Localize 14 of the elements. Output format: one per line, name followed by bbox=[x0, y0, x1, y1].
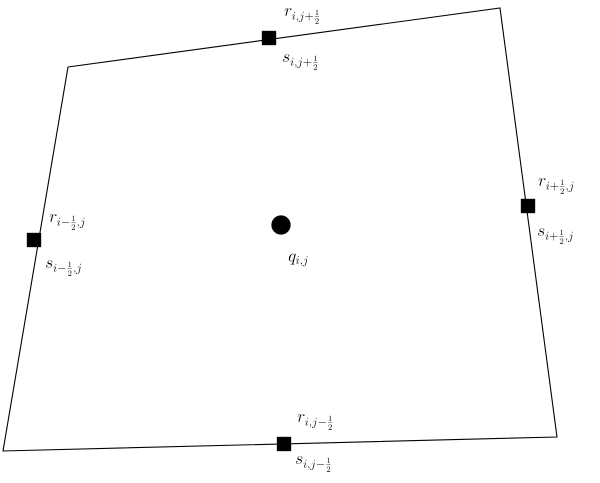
math-label: $r_{i,j-\frac{1}{2}}$ bbox=[298, 414, 332, 430]
math-label: $q_{i,j}$ bbox=[288, 254, 308, 266]
flux-point-square bbox=[26, 232, 42, 248]
math-label: $s_{i-\frac{1}{2},j}$ bbox=[46, 260, 81, 276]
flux-point-square bbox=[520, 198, 536, 214]
math-label: $s_{i,j+\frac{1}{2}}$ bbox=[283, 54, 318, 70]
cell-centre-dot bbox=[271, 215, 291, 235]
math-label: $s_{i+\frac{1}{2},j}$ bbox=[538, 228, 573, 244]
math-label: $r_{i+\frac{1}{2},j}$ bbox=[538, 178, 574, 194]
math-label: $r_{i-\frac{1}{2},j}$ bbox=[50, 214, 85, 230]
flux-point-square bbox=[262, 30, 276, 46]
math-label: $r_{i,j+\frac{1}{2}}$ bbox=[284, 8, 320, 24]
flux-point-square bbox=[276, 436, 292, 452]
math-label: $s_{i,j-\frac{1}{2}}$ bbox=[296, 456, 331, 472]
